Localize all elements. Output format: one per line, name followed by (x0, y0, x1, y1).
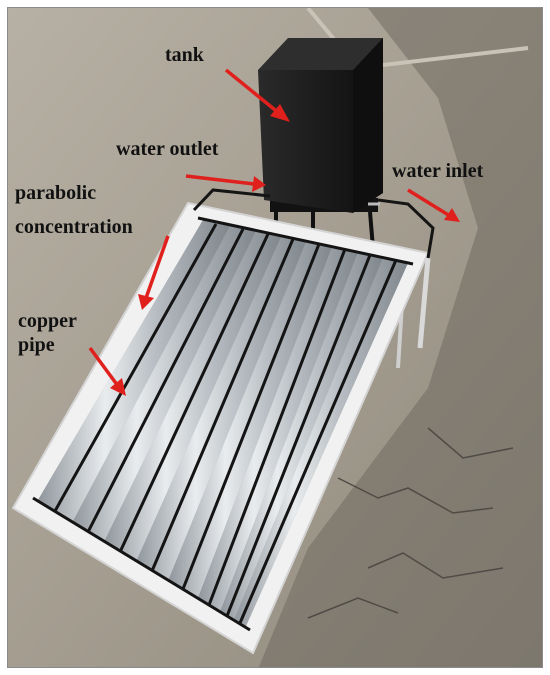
tank-top (258, 38, 383, 70)
tank-label: tank (165, 44, 204, 66)
parabolic-concentration-line-2: concentration (15, 216, 133, 238)
support-rail (377, 198, 435, 259)
pavement-cracks (307, 427, 514, 619)
parabolic-concentration-label: parabolic concentration (15, 182, 133, 238)
copper-pipes (32, 216, 414, 632)
copper-pipe-label: copper pipe (18, 310, 77, 356)
water-inlet-label: water inlet (392, 160, 484, 182)
copper-pipe-line-1: copper (18, 310, 77, 332)
tank-side (353, 38, 383, 213)
tank-front (258, 70, 353, 213)
parabolic-concentration-line-1: parabolic (15, 182, 97, 204)
copper-pipe-line-2: pipe (18, 334, 55, 356)
photo-illustration (8, 8, 542, 667)
support-rail (192, 188, 271, 212)
annotation-arrows (88, 68, 460, 396)
solar-heater-photo (7, 7, 543, 668)
panel-leg (417, 257, 431, 349)
water-outlet-label: water outlet (116, 138, 219, 160)
shadow-area (258, 8, 542, 667)
